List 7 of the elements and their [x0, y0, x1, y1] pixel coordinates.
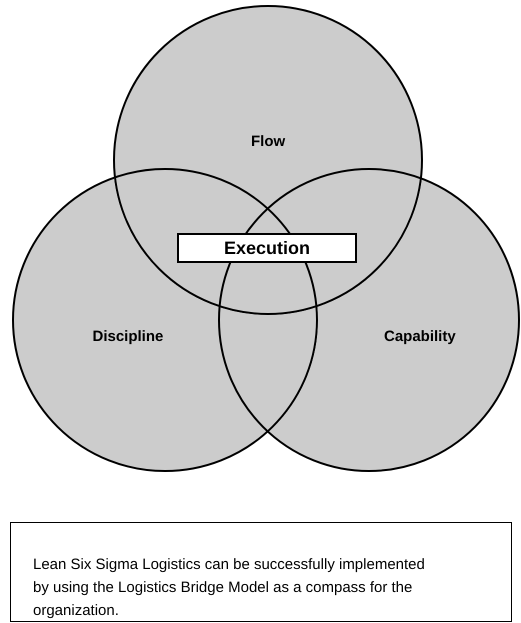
note-text: Lean Six Sigma Logistics can be successfully implemented by using the Logistics Bridge Model as a compass for the organization. — [33, 555, 426, 621]
circle-label: Discipline — [92, 328, 164, 345]
venn-circle — [218, 168, 520, 472]
note-box — [10, 522, 512, 622]
circle-label: Capability — [384, 328, 456, 345]
box-label: Execution — [224, 238, 310, 258]
circle-label: Flow — [251, 133, 286, 150]
